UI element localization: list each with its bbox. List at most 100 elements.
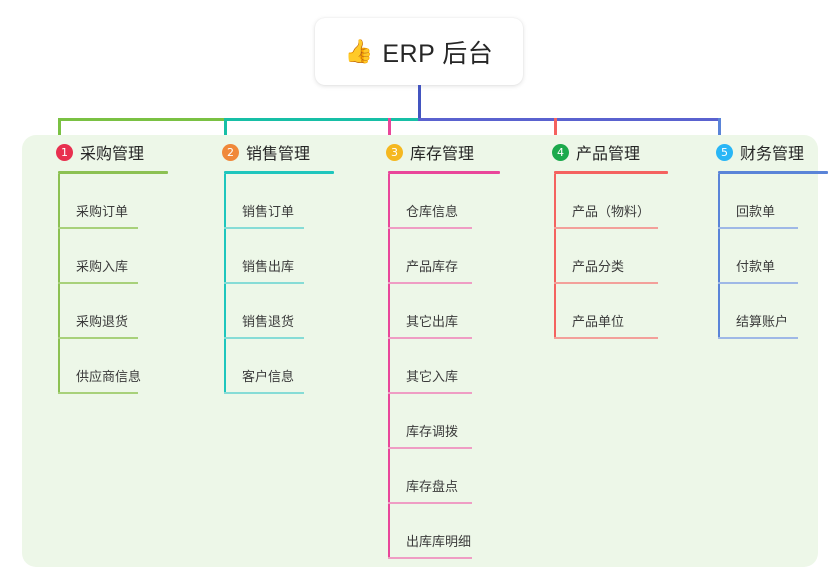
root-stem-line: [418, 85, 421, 121]
branch-item-rule: [718, 227, 798, 229]
branch-header-2[interactable]: 2 销售管理: [206, 135, 370, 169]
branch-item[interactable]: 付款单: [700, 229, 818, 284]
branch-item-rule: [58, 227, 138, 229]
branch-spine-2: [224, 174, 226, 394]
branch-item-rule: [718, 282, 798, 284]
branch-spine-5: [718, 174, 720, 339]
branch-drop-line-2: [224, 118, 227, 148]
branch-column-5: 5 财务管理回款单付款单结算账户: [700, 135, 828, 339]
branch-item[interactable]: 库存调拨: [370, 394, 536, 449]
branch-item-rule: [554, 227, 658, 229]
branch-item-label: 销售订单: [242, 204, 295, 219]
branch-spine-3: [388, 174, 390, 559]
branch-item-rule: [388, 337, 472, 339]
branch-item-rule: [224, 337, 304, 339]
branch-item-label: 产品分类: [572, 259, 625, 274]
thumbs-up-icon: 👍: [344, 38, 374, 64]
bus-segment-3: [418, 118, 721, 121]
branch-item[interactable]: 其它入库: [370, 339, 536, 394]
branch-header-rule-4: [554, 171, 668, 174]
branch-item-rule: [554, 282, 658, 284]
branch-item-rule: [388, 392, 472, 394]
branch-header-3[interactable]: 3 库存管理: [370, 135, 536, 169]
branch-header-1[interactable]: 1 采购管理: [40, 135, 206, 169]
branch-item[interactable]: 库存盘点: [370, 449, 536, 504]
branch-item-label: 其它入库: [406, 369, 459, 384]
branch-item[interactable]: 客户信息: [206, 339, 370, 394]
diagram-panel: 1 采购管理采购订单采购入库采购退货供应商信息 2 销售管理销售订单销售出库销售退货客…: [22, 135, 828, 567]
branch-item[interactable]: 产品分类: [536, 229, 702, 284]
branch-item[interactable]: 供应商信息: [40, 339, 206, 394]
branch-item-label: 采购入库: [76, 259, 129, 274]
branch-title-4: 产品管理: [576, 146, 641, 163]
branch-title-1: 采购管理: [80, 146, 145, 163]
branch-item-label: 产品单位: [572, 314, 625, 329]
branch-drop-line-1: [58, 118, 61, 148]
branch-item[interactable]: 采购订单: [40, 174, 206, 229]
branch-column-2: 2 销售管理销售订单销售出库销售退货客户信息: [206, 135, 370, 394]
branch-item-rule: [718, 337, 798, 339]
branch-title-5: 财务管理: [740, 146, 805, 163]
branch-item-rule: [224, 282, 304, 284]
branch-item-rule: [224, 227, 304, 229]
branch-item-label: 客户信息: [242, 369, 295, 384]
branch-item-list-4: 产品（物料） 产品分类产品单位: [536, 174, 702, 339]
branch-item-rule: [58, 337, 138, 339]
branch-item[interactable]: 销售订单: [206, 174, 370, 229]
branch-item[interactable]: 采购入库: [40, 229, 206, 284]
branch-item[interactable]: 回款单: [700, 174, 818, 229]
branch-item-label: 采购退货: [76, 314, 129, 329]
branch-item-rule: [388, 447, 472, 449]
branch-item[interactable]: 仓库信息: [370, 174, 536, 229]
branch-item[interactable]: 产品（物料）: [536, 174, 702, 229]
branch-item-label: 付款单: [736, 259, 776, 274]
branch-item-label: 采购订单: [76, 204, 129, 219]
branch-spine-1: [58, 174, 60, 394]
branch-column-3: 3 库存管理仓库信息产品库存其它出库其它入库库存调拨库存盘点出库库明细: [370, 135, 536, 559]
branch-drop-line-5: [718, 118, 721, 148]
branch-item[interactable]: 出库库明细: [370, 504, 536, 559]
branch-item-rule: [224, 392, 304, 394]
root-node-card[interactable]: 👍 ERP 后台: [315, 18, 523, 85]
branch-item-label: 库存盘点: [406, 479, 459, 494]
branch-badge-1: 1: [56, 143, 73, 161]
branch-item-rule: [388, 502, 472, 504]
root-node-title: ERP 后台: [382, 39, 494, 68]
branch-item[interactable]: 销售出库: [206, 229, 370, 284]
branch-header-rule-3: [388, 171, 500, 174]
branch-spine-4: [554, 174, 556, 339]
branch-item-label: 销售退货: [242, 314, 295, 329]
branch-item-list-3: 仓库信息产品库存其它出库其它入库库存调拨库存盘点出库库明细: [370, 174, 536, 559]
branch-item[interactable]: 产品库存: [370, 229, 536, 284]
branch-item[interactable]: 采购退货: [40, 284, 206, 339]
branch-item[interactable]: 产品单位: [536, 284, 702, 339]
branch-item[interactable]: 结算账户: [700, 284, 818, 339]
branch-title-3: 库存管理: [410, 146, 475, 163]
branch-item[interactable]: 其它出库: [370, 284, 536, 339]
branch-badge-3: 3: [386, 143, 403, 161]
branch-drop-line-3: [388, 118, 391, 148]
branch-header-rule-1: [58, 171, 168, 174]
branch-item-rule: [388, 227, 472, 229]
branch-item-rule: [388, 557, 472, 559]
branch-item-label: 回款单: [736, 204, 776, 219]
branch-item-label: 结算账户: [736, 314, 789, 329]
branch-header-rule-5: [718, 171, 828, 174]
branch-badge-2: 2: [222, 143, 239, 161]
branch-title-2: 销售管理: [246, 146, 311, 163]
branch-item-rule: [554, 337, 658, 339]
branch-item-list-5: 回款单付款单结算账户: [700, 174, 818, 339]
branch-header-rule-2: [224, 171, 334, 174]
branch-item[interactable]: 销售退货: [206, 284, 370, 339]
branch-item-label: 产品库存: [406, 259, 459, 274]
bus-segment-2: [224, 118, 421, 121]
bus-segment-1: [58, 118, 227, 121]
branch-badge-5: 5: [716, 143, 733, 161]
branch-item-list-1: 采购订单采购入库采购退货供应商信息: [40, 174, 206, 394]
branch-header-5[interactable]: 5 财务管理: [700, 135, 818, 169]
branch-item-rule: [388, 282, 472, 284]
branch-item-label: 销售出库: [242, 259, 295, 274]
branch-item-rule: [58, 392, 138, 394]
